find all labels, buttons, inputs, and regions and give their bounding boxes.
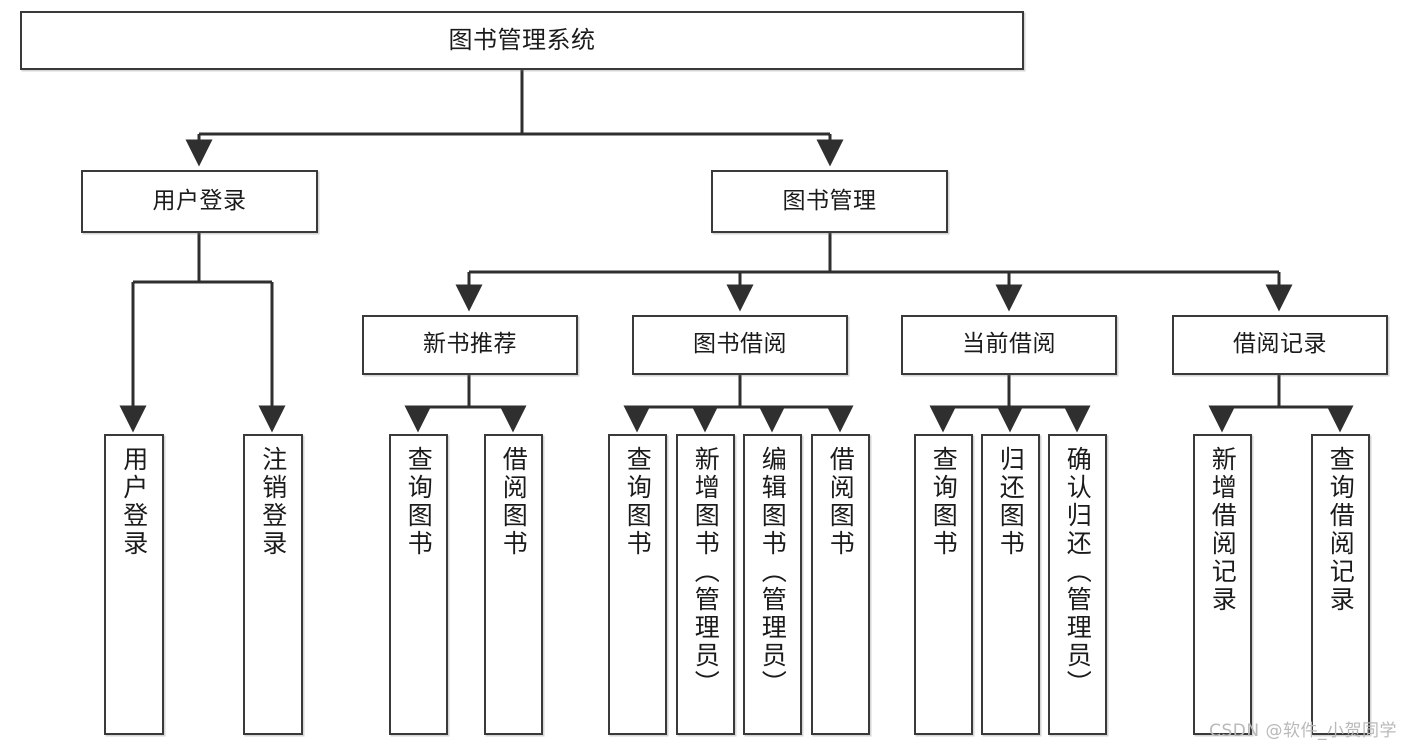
node-leaf-query-book-1[interactable]: 查询图书	[389, 434, 448, 735]
node-label: 查询图书	[623, 446, 653, 558]
node-book-borrow[interactable]: 图书借阅	[632, 315, 848, 375]
node-leaf-query-record[interactable]: 查询借阅记录	[1311, 434, 1370, 735]
watermark-text: CSDN @软件_小贺同学	[1209, 721, 1397, 741]
node-current-borrow[interactable]: 当前借阅	[901, 315, 1117, 375]
node-label: 当前借阅	[962, 331, 1056, 358]
node-book-management-system[interactable]: 图书管理系统	[20, 11, 1024, 70]
node-label: 查询图书	[404, 446, 434, 558]
node-leaf-borrow-book-1[interactable]: 借阅图书	[484, 434, 543, 735]
node-new-book-recommend[interactable]: 新书推荐	[362, 315, 578, 375]
node-leaf-query-book-3[interactable]: 查询图书	[914, 434, 973, 735]
node-leaf-add-book[interactable]: 新增图书（管理员）	[676, 434, 735, 735]
node-label: 确认归还（管理员）	[1063, 446, 1093, 698]
node-leaf-return-book[interactable]: 归还图书	[981, 434, 1040, 735]
node-leaf-logout[interactable]: 注销登录	[243, 434, 303, 735]
node-label: 新书推荐	[423, 331, 517, 358]
node-label: 注销登录	[258, 446, 288, 558]
node-label: 查询借阅记录	[1326, 446, 1356, 614]
node-label: 用户登录	[119, 446, 149, 558]
node-leaf-query-book-2[interactable]: 查询图书	[608, 434, 667, 735]
node-label: 图书借阅	[693, 331, 787, 358]
node-leaf-edit-book[interactable]: 编辑图书（管理员）	[743, 434, 802, 735]
node-leaf-user-login[interactable]: 用户登录	[104, 434, 164, 735]
node-leaf-confirm-return[interactable]: 确认归还（管理员）	[1048, 434, 1107, 735]
node-label: 图书管理系统	[448, 26, 596, 55]
node-book-management[interactable]: 图书管理	[711, 170, 948, 233]
node-borrow-record[interactable]: 借阅记录	[1172, 315, 1388, 375]
node-label: 借阅图书	[826, 446, 856, 558]
node-label: 借阅记录	[1233, 331, 1327, 358]
node-label: 编辑图书（管理员）	[758, 446, 788, 698]
node-label: 新增图书（管理员）	[691, 446, 721, 698]
node-label: 用户登录	[152, 187, 247, 214]
node-user-login[interactable]: 用户登录	[81, 170, 318, 233]
node-label: 借阅图书	[499, 446, 529, 558]
node-leaf-borrow-book-2[interactable]: 借阅图书	[811, 434, 870, 735]
node-label: 查询图书	[929, 446, 959, 558]
node-label: 归还图书	[996, 446, 1026, 558]
node-label: 新增借阅记录	[1208, 446, 1238, 614]
node-leaf-add-record[interactable]: 新增借阅记录	[1193, 434, 1252, 735]
node-label: 图书管理	[782, 187, 877, 214]
